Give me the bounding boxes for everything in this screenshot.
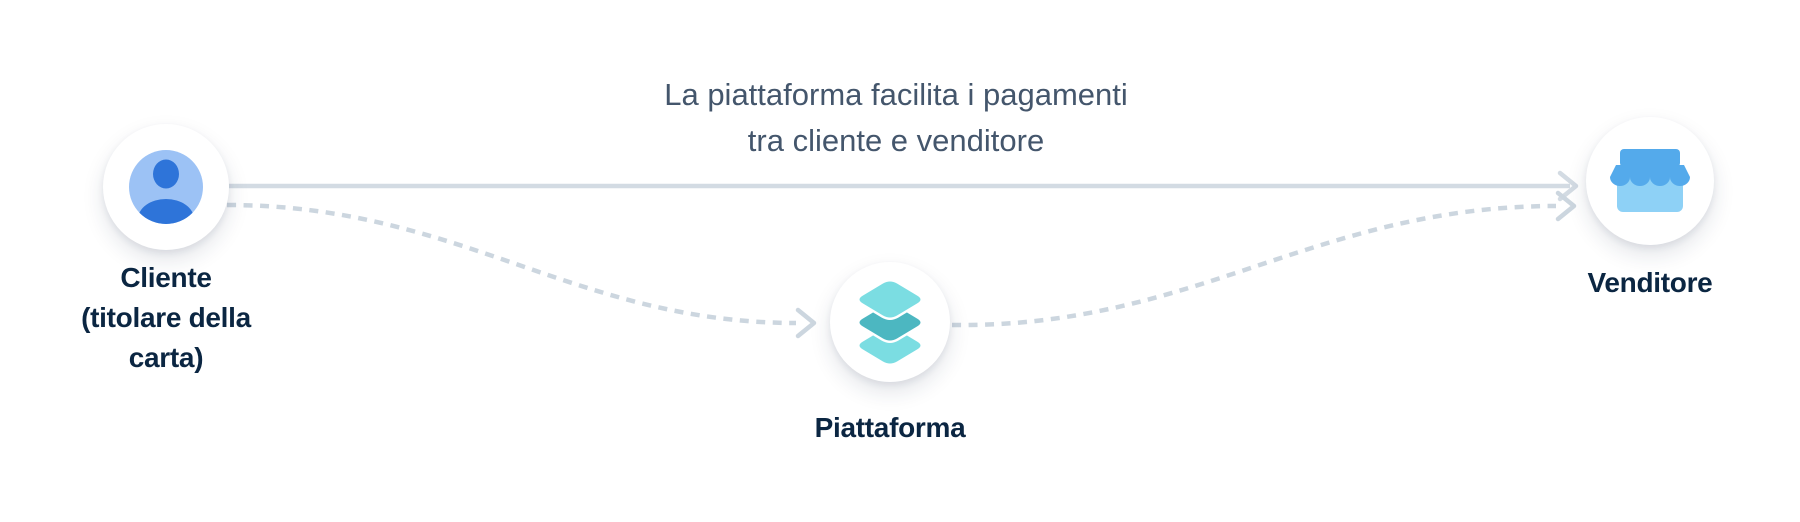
platform-node xyxy=(830,262,950,382)
dashed-arrow-platform-to-seller xyxy=(951,190,1577,328)
customer-label: Cliente (titolare della carta) xyxy=(46,258,286,378)
seller-label-line-1: Venditore xyxy=(1587,267,1713,298)
customer-label-line-3: carta) xyxy=(128,342,204,373)
platform-label-line-1: Piattaforma xyxy=(814,412,966,443)
customer-label-line-2: (titolare della xyxy=(81,302,251,333)
caption-line-1: La piattaforma facilita i pagamenti xyxy=(664,77,1128,112)
dashed-arrow-customer-to-platform xyxy=(226,202,817,339)
seller-label: Venditore xyxy=(1530,263,1770,303)
storefront-icon xyxy=(1610,149,1690,212)
person-icon xyxy=(129,150,203,224)
caption-line-2: tra cliente e venditore xyxy=(747,123,1045,158)
platform-label: Piattaforma xyxy=(770,408,1010,448)
diagram-caption: La piattaforma facilita i pagamenti tra … xyxy=(396,72,1396,164)
layers-icon xyxy=(850,276,930,364)
customer-label-line-1: Cliente xyxy=(120,262,212,293)
seller-node xyxy=(1586,117,1714,245)
customer-node xyxy=(103,124,229,250)
solid-arrow-customer-to-seller xyxy=(229,170,1579,202)
